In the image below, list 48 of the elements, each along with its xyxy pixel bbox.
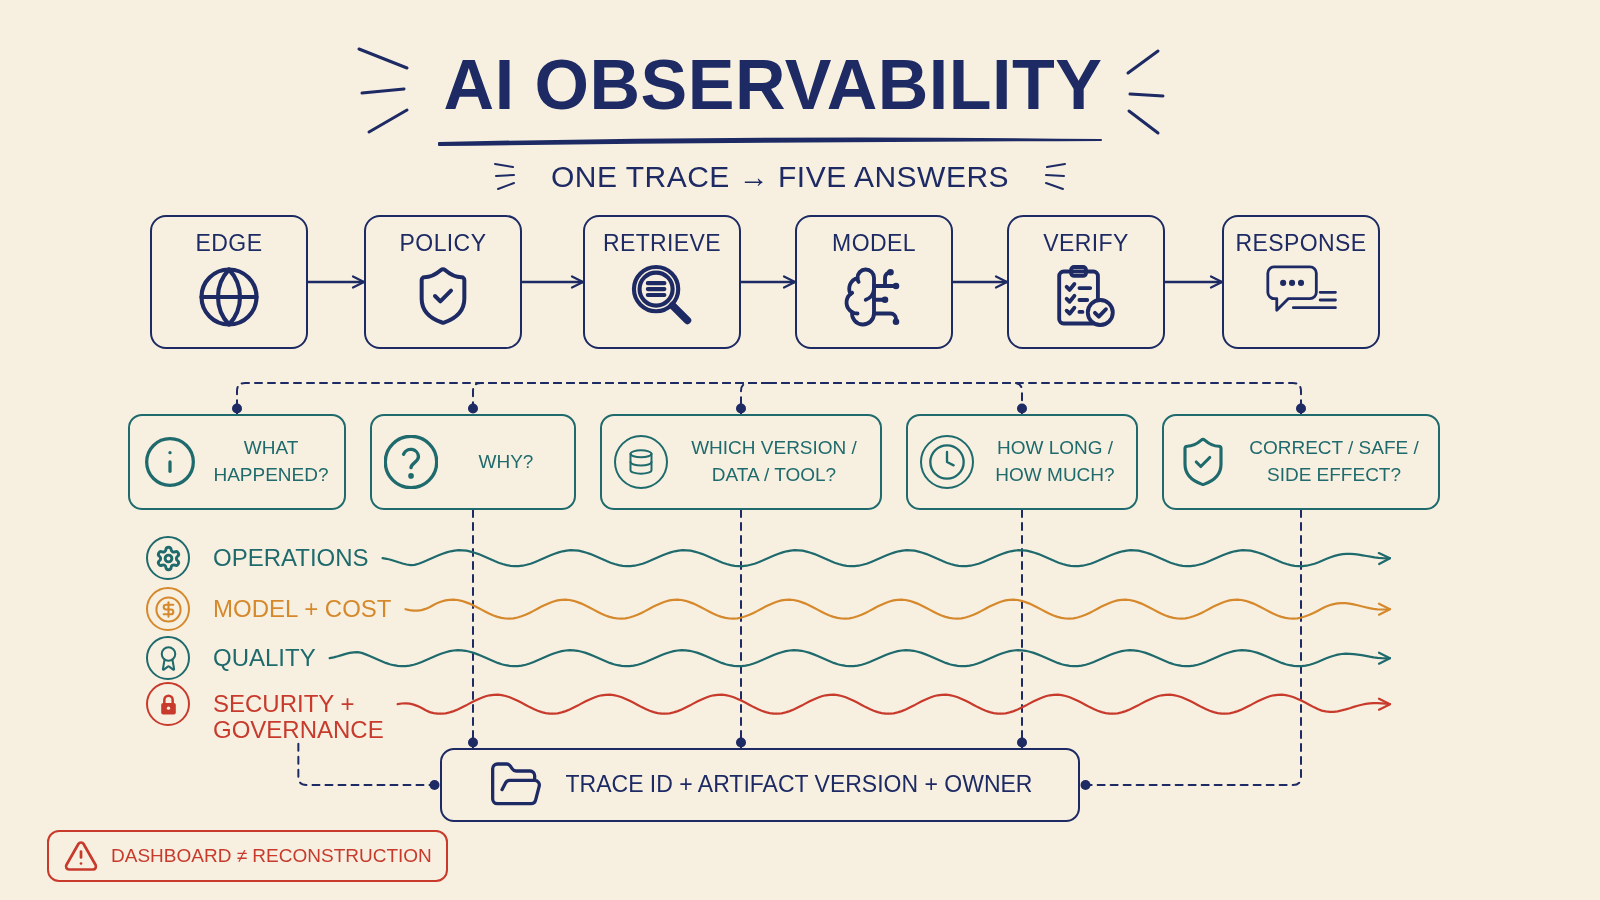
stage-label: RESPONSE <box>1235 231 1367 257</box>
warning-text: DASHBOARD ≠ RECONSTRUCTION <box>111 845 432 867</box>
wave-arrow <box>396 693 1392 715</box>
stage-label: POLICY <box>399 231 487 257</box>
question-box <box>128 414 346 510</box>
stage-box <box>150 215 308 349</box>
dashed-connector <box>768 382 1306 415</box>
stage-label: VERIFY <box>1043 231 1129 257</box>
question-text: WHY? <box>477 449 535 474</box>
wave-arrow <box>381 549 1392 568</box>
flow-arrow <box>520 275 585 289</box>
dashed-connector <box>468 509 478 749</box>
subtitle: ONE TRACE → FIVE ANSWERS <box>550 160 1010 193</box>
stage-label: MODEL <box>832 231 916 257</box>
stage-box <box>583 215 741 349</box>
dashed-connector <box>297 742 441 790</box>
question-text: CORRECT / SAFE / SIDE EFFECT? <box>1248 436 1420 487</box>
trace-text: TRACE ID + ARTIFACT VERSION + OWNER <box>565 772 1033 798</box>
warning-box <box>47 830 448 882</box>
stage-label: RETRIEVE <box>602 231 722 257</box>
stage-box <box>1222 215 1380 349</box>
question-box <box>600 414 882 510</box>
stage-box <box>1007 215 1165 349</box>
flow-arrow <box>1163 275 1224 289</box>
question-box <box>370 414 576 510</box>
category-label: QUALITY <box>213 645 316 672</box>
trace-box <box>440 748 1080 822</box>
category-label: MODEL + COST <box>213 596 392 623</box>
wave-arrow <box>328 649 1392 668</box>
question-text: WHAT HAPPENED? <box>212 436 330 487</box>
dashed-connector <box>1017 509 1027 749</box>
category-label: OPERATIONS <box>213 545 369 572</box>
question-text: WHICH VERSION / DATA / TOOL? <box>690 436 858 487</box>
dashed-connector <box>736 382 770 415</box>
flow-arrow <box>739 275 797 289</box>
flow-arrow <box>306 275 366 289</box>
dashed-connector <box>736 509 746 749</box>
question-text: HOW LONG / HOW MUCH? <box>994 436 1116 487</box>
question-box <box>1162 414 1440 510</box>
dashed-connector <box>1079 509 1302 790</box>
question-box <box>906 414 1138 510</box>
category-label: SECURITY + GOVERNANCE <box>213 691 384 744</box>
stage-label: EDGE <box>195 231 263 257</box>
stage-box <box>364 215 522 349</box>
diagram-title: AI OBSERVABILITY <box>443 50 1103 120</box>
flow-arrow <box>951 275 1009 289</box>
stage-box <box>795 215 953 349</box>
wave-arrow <box>404 598 1392 620</box>
